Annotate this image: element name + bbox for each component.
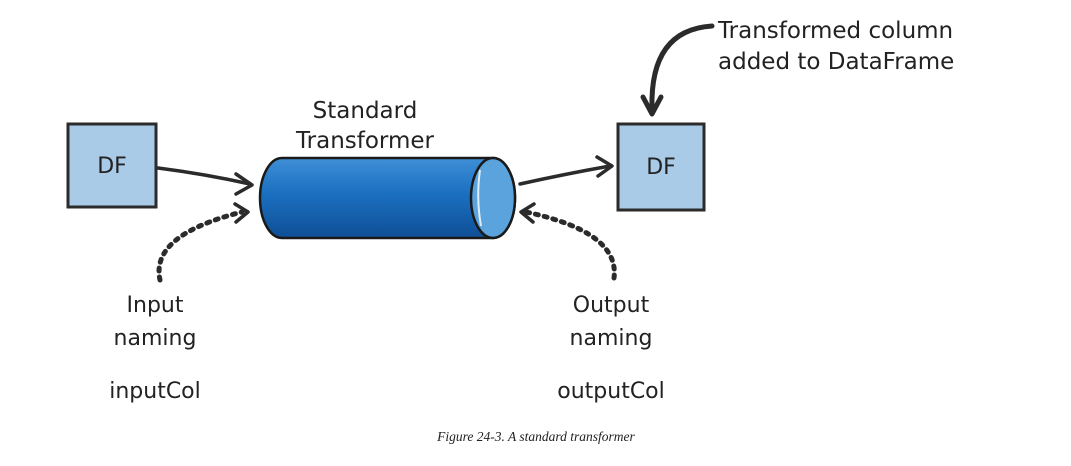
- output-dataframe-label: DF: [646, 155, 676, 180]
- annotation-arrow: [640, 23, 715, 117]
- input-naming-arrow: [156, 202, 250, 283]
- output-dataframe-box: DF: [616, 122, 706, 212]
- figure-caption: Figure 24-3. A standard transformer: [436, 429, 635, 444]
- input-dataframe-label: DF: [97, 154, 127, 179]
- cylinder-end-cap: [469, 156, 517, 240]
- input-flow-arrow: [156, 166, 254, 196]
- input-dataframe-box: DF: [66, 122, 158, 209]
- output-naming-line2: naming: [570, 326, 653, 351]
- transformer-label-line2: Transformer: [295, 128, 435, 154]
- transformer-cylinder: [258, 156, 517, 240]
- input-col-param: inputCol: [109, 379, 201, 404]
- annotation-line1: Transformed column: [717, 18, 953, 44]
- output-flow-arrow: [518, 155, 614, 186]
- output-naming-arrow: [519, 202, 617, 281]
- transformer-label-line1: Standard: [313, 98, 418, 124]
- output-col-param: outputCol: [557, 379, 665, 404]
- input-naming-line1: Input: [127, 293, 184, 318]
- annotation-line2: added to DataFrame: [718, 49, 954, 75]
- input-naming-line2: naming: [114, 326, 197, 351]
- output-naming-line1: Output: [573, 293, 650, 318]
